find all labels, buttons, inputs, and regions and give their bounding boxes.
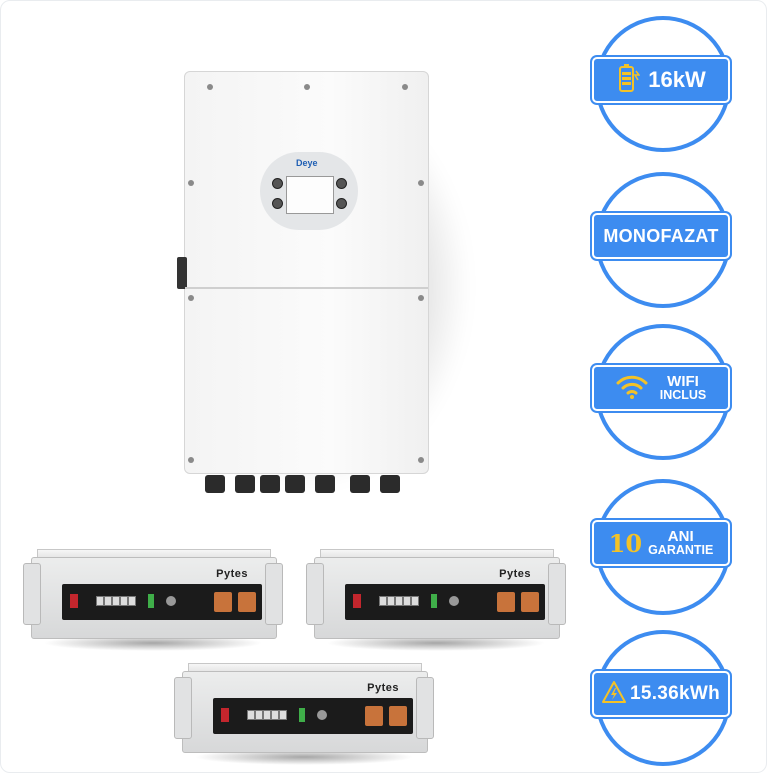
knob-icon	[272, 198, 283, 209]
terminal-icon	[214, 592, 232, 612]
badge-wifi: WIFI INCLUS	[592, 321, 731, 460]
battery-module: Pytes	[23, 549, 283, 651]
knob-icon	[336, 198, 347, 209]
battery-front-panel: Pytes	[345, 568, 545, 620]
badge-phase-text: MONOFAZAT	[603, 225, 719, 246]
badge-warranty-line1: ANI	[667, 527, 694, 545]
screw	[188, 457, 194, 463]
inverter-control-panel: Deye	[260, 152, 358, 230]
screw	[188, 295, 194, 301]
knob-icon	[336, 178, 347, 189]
battery-front-panel: Pytes	[213, 682, 413, 734]
inverter-brand: Deye	[296, 158, 318, 168]
battery-module: Pytes	[306, 549, 566, 651]
inverter-switch	[177, 257, 187, 289]
badge-capacity: 15.36kWh	[592, 627, 731, 766]
screw	[418, 295, 424, 301]
battery-brand: Pytes	[499, 568, 531, 580]
battery-charge-icon	[616, 63, 641, 98]
screw	[207, 84, 213, 90]
badge-phase: MONOFAZAT	[592, 169, 731, 308]
badge-power: 16kW	[592, 13, 731, 152]
screw	[304, 84, 310, 90]
battery-front-panel: Pytes	[62, 568, 262, 620]
terminal-icon	[365, 706, 383, 726]
inverter-image: Deye	[177, 71, 429, 493]
terminal-icon	[389, 706, 407, 726]
screw	[418, 180, 424, 186]
terminal-icon	[497, 592, 515, 612]
wifi-icon	[616, 373, 648, 404]
badge-wifi-line1: WIFI	[667, 372, 699, 390]
badge-power-text: 16kW	[648, 67, 706, 92]
battery-brand: Pytes	[367, 682, 399, 694]
screw	[402, 84, 408, 90]
badge-wifi-line2: INCLUS	[659, 388, 707, 403]
badge-warranty-line2: GARANTIE	[648, 543, 714, 558]
badge-capacity-text: 15.36kWh	[629, 683, 721, 704]
inverter-divider	[185, 287, 428, 289]
terminal-icon	[238, 592, 256, 612]
screw	[188, 180, 194, 186]
battery-brand: Pytes	[216, 568, 248, 580]
screw	[418, 457, 424, 463]
battery-module: Pytes	[174, 663, 434, 765]
badge-warranty-number: 10	[608, 528, 643, 558]
knob-icon	[272, 178, 283, 189]
badge-warranty: 10 ANI GARANTIE	[592, 476, 731, 615]
warning-lightning-icon	[601, 680, 626, 709]
terminal-icon	[521, 592, 539, 612]
inverter-lcd	[286, 176, 334, 214]
inverter-cable-glands	[205, 475, 415, 495]
